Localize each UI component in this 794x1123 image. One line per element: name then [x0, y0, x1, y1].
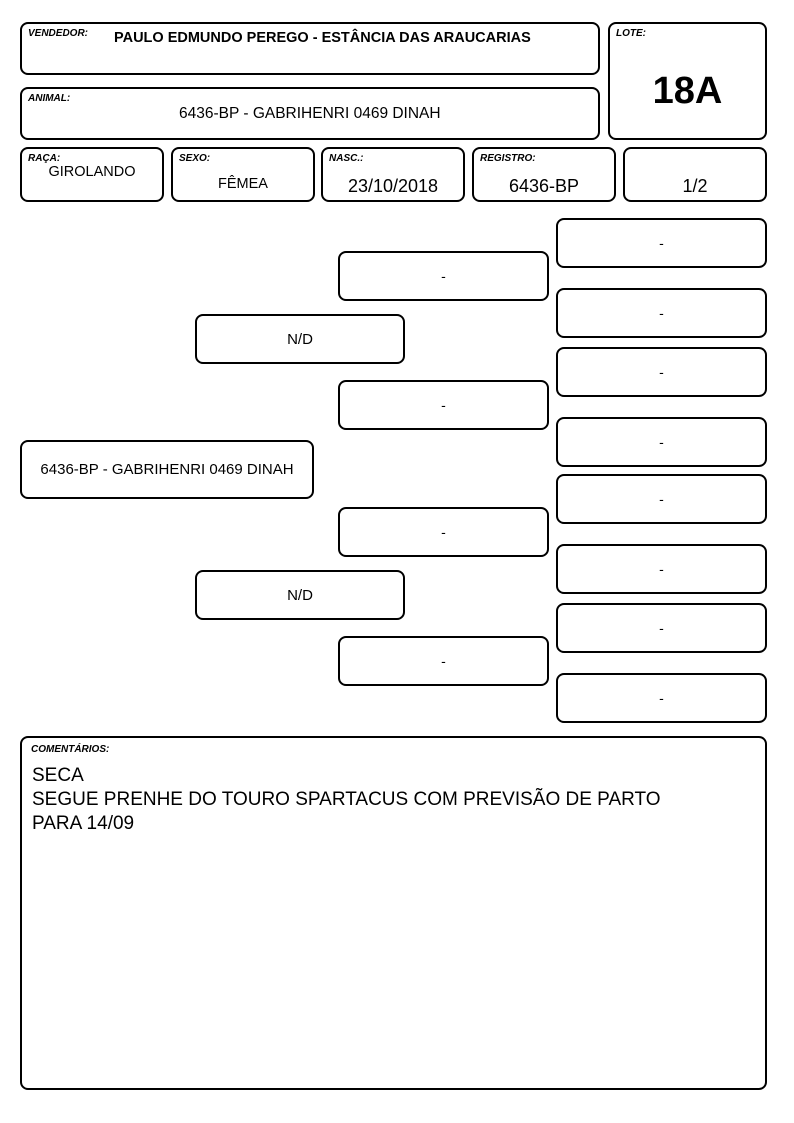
page-box: 1/2 — [623, 147, 767, 202]
pedigree-dam-sire: - — [338, 507, 549, 557]
pedigree-ggp-7: - — [556, 603, 767, 653]
pedigree-sire-name: N/D — [287, 330, 313, 348]
pedigree-dam-name: N/D — [287, 586, 313, 604]
animal-value: 6436-BP - GABRIHENRI 0469 DINAH — [179, 105, 441, 122]
pedigree-dam-dam-name: - — [441, 653, 446, 669]
vendedor-value: PAULO EDMUNDO PEREGO - ESTÂNCIA DAS ARAU… — [114, 30, 531, 46]
pedigree-sire-dam-name: - — [441, 397, 446, 413]
pedigree-ggp-name: - — [659, 620, 664, 636]
pedigree-dam-dam: - — [338, 636, 549, 686]
pedigree-ggp-8: - — [556, 673, 767, 723]
comment-line: SECA — [32, 765, 84, 786]
pedigree-sire: N/D — [195, 314, 405, 364]
nasc-label: NASC.: — [329, 153, 364, 164]
lote-box: LOTE: 18A — [608, 22, 767, 140]
pedigree-sire-sire-name: - — [441, 268, 446, 284]
pedigree-animal: 6436-BP - GABRIHENRI 0469 DINAH — [20, 440, 314, 499]
pedigree-ggp-name: - — [659, 305, 664, 321]
pedigree-sire-sire: - — [338, 251, 549, 301]
registro-label: REGISTRO: — [480, 153, 536, 164]
animal-label: ANIMAL: — [28, 93, 71, 104]
pedigree-ggp-4: - — [556, 417, 767, 467]
pedigree-dam-sire-name: - — [441, 524, 446, 540]
raca-label: RAÇA: — [28, 153, 61, 164]
raca-box: RAÇA: GIROLANDO — [20, 147, 164, 202]
nasc-box: NASC.: 23/10/2018 — [321, 147, 465, 202]
pedigree-sire-dam: - — [338, 380, 549, 430]
pedigree-ggp-name: - — [659, 235, 664, 251]
pedigree-ggp-5: - — [556, 474, 767, 524]
lote-value: 18A — [652, 70, 723, 112]
comment-line: PARA 14/09 — [32, 813, 135, 834]
pedigree-animal-name: 6436-BP - GABRIHENRI 0469 DINAH — [40, 461, 294, 478]
registro-box: REGISTRO: 6436-BP — [472, 147, 616, 202]
lote-label: LOTE: — [616, 28, 646, 39]
pedigree-ggp-name: - — [659, 491, 664, 507]
pedigree-ggp-1: - — [556, 218, 767, 268]
pedigree-ggp-2: - — [556, 288, 767, 338]
sexo-value: FÊMEA — [218, 176, 268, 192]
page-number: 1/2 — [682, 176, 708, 196]
pedigree-ggp-6: - — [556, 544, 767, 594]
vendedor-label: VENDEDOR: — [28, 28, 89, 39]
pedigree-ggp-name: - — [659, 690, 664, 706]
pedigree-ggp-name: - — [659, 364, 664, 380]
animal-box: ANIMAL: 6436-BP - GABRIHENRI 0469 DINAH — [20, 87, 600, 140]
sexo-box: SEXO: FÊMEA — [171, 147, 315, 202]
pedigree-ggp-name: - — [659, 434, 664, 450]
pedigree-ggp-name: - — [659, 561, 664, 577]
nasc-value: 23/10/2018 — [347, 176, 439, 196]
raca-value: GIROLANDO — [48, 164, 136, 180]
vendedor-box: VENDEDOR: PAULO EDMUNDO PEREGO - ESTÂNCI… — [20, 22, 600, 75]
pedigree-ggp-3: - — [556, 347, 767, 397]
comments-label: COMENTÁRIOS: — [31, 744, 110, 755]
comments-box: COMENTÁRIOS: SECA SEGUE PRENHE DO TOURO … — [20, 736, 767, 1090]
comment-line: SEGUE PRENHE DO TOURO SPARTACUS COM PREV… — [32, 789, 661, 810]
comments-text: SECA SEGUE PRENHE DO TOURO SPARTACUS COM… — [32, 764, 755, 836]
sexo-label: SEXO: — [179, 153, 211, 164]
registro-value: 6436-BP — [508, 176, 580, 196]
pedigree-dam: N/D — [195, 570, 405, 620]
